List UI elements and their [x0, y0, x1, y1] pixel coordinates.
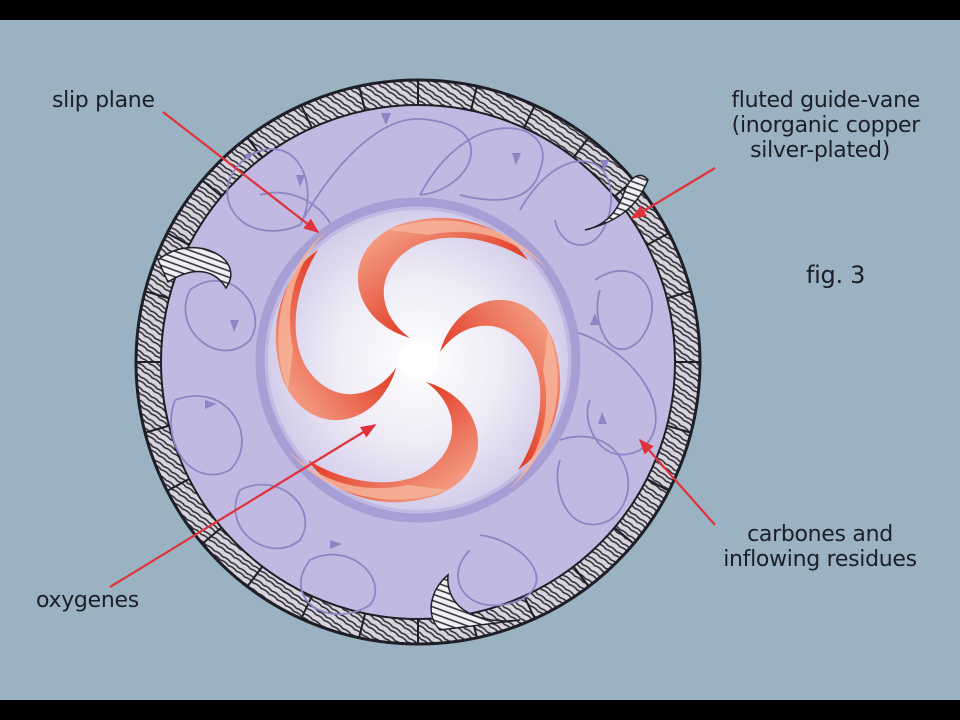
spiral-vortex-icon — [275, 217, 561, 503]
oxygenes-pointer — [109, 424, 377, 588]
guide-vane-bottom-icon — [430, 573, 521, 631]
guide-vane-label-line1: fluted guide-vane — [731, 88, 920, 113]
guide-vane-upper-right-icon — [584, 174, 649, 231]
guide-vane-pointer — [630, 167, 716, 219]
carbones-label-line2: inflowing residues — [723, 547, 917, 572]
carbones-label: carbones and inflowing residues — [700, 522, 940, 572]
vortex-diagram — [109, 78, 716, 646]
pointer-arrows — [109, 111, 716, 588]
slip-plane-label: slip plane — [52, 88, 155, 113]
guide-vane-left-icon — [157, 246, 232, 290]
guide-vane-label: fluted guide-vane (inorganic copper silv… — [680, 88, 920, 163]
carbones-pointer — [638, 438, 716, 526]
oxygenes-label: oxygenes — [36, 588, 139, 613]
slip-plane-pointer — [162, 111, 320, 233]
guide-vane-label-line2: (inorganic copper — [731, 113, 921, 138]
diagram-canvas: slip plane fluted guide-vane (inorganic … — [0, 20, 960, 700]
carbones-label-line1: carbones and — [747, 522, 893, 547]
figure-caption: fig. 3 — [806, 261, 866, 289]
flow-arrowheads — [205, 113, 609, 549]
guide-vane-label-line3: silver-plated) — [750, 138, 890, 163]
